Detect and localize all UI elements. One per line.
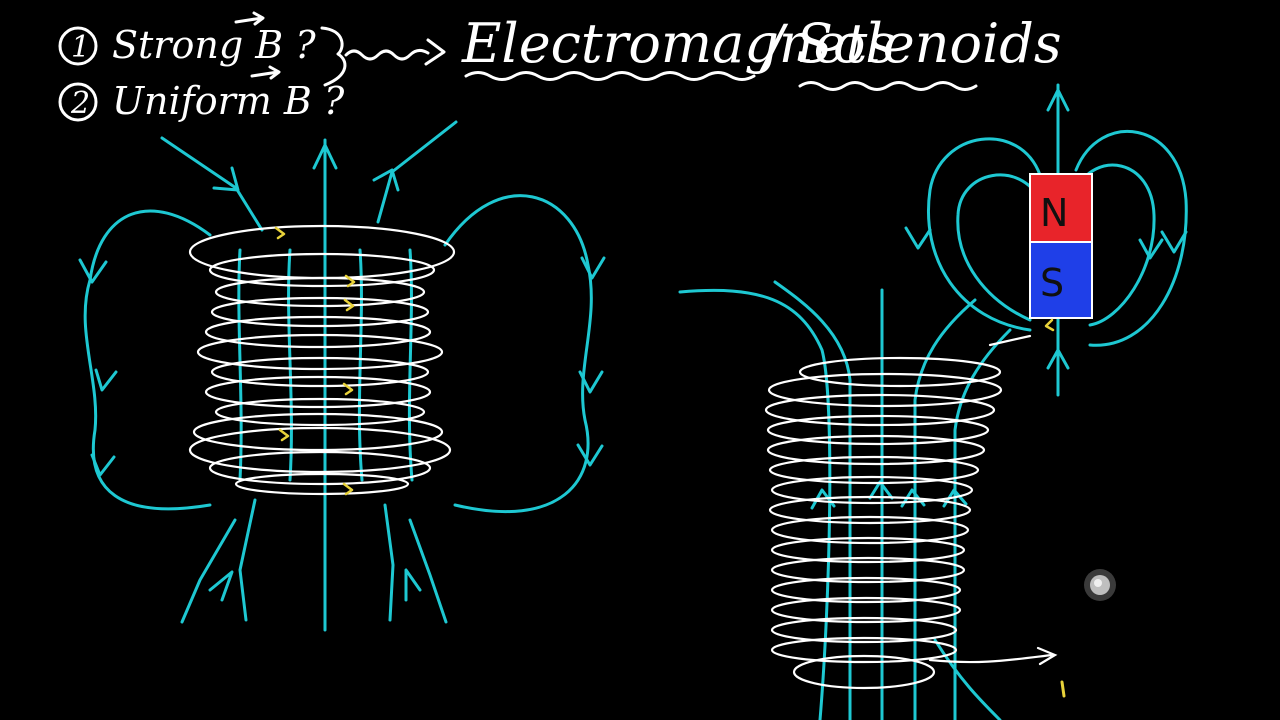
magnet-current-mark bbox=[1044, 318, 1055, 332]
wavy-arrow-icon bbox=[344, 38, 446, 66]
question-2-number: 2 bbox=[70, 86, 90, 121]
right-outer-loop bbox=[443, 194, 593, 514]
title-underline-right bbox=[798, 81, 978, 91]
question-2-circle bbox=[58, 82, 98, 122]
question-1-circle bbox=[58, 26, 98, 66]
left-solenoid bbox=[78, 120, 606, 632]
title-underline-left bbox=[464, 71, 756, 81]
title: Electromagnets / Solenoids bbox=[461, 12, 1062, 91]
right-coil bbox=[764, 334, 1058, 690]
question-1-text: Strong B ? bbox=[112, 23, 316, 67]
question-1-number: 1 bbox=[71, 30, 90, 65]
magnet-south-label: S bbox=[1040, 261, 1064, 305]
question-1: 1 Strong B ? bbox=[58, 11, 316, 67]
questions-list: 1 Strong B ? 2 Uniform B ? bbox=[58, 11, 446, 123]
title-electromagnets: Electromagnets bbox=[461, 12, 895, 75]
magnet-loop-left-inner bbox=[956, 173, 1042, 322]
right-solenoid: N S bbox=[678, 83, 1188, 720]
magnet-north-label: N bbox=[1040, 191, 1068, 235]
vector-arrow-icon bbox=[250, 65, 281, 80]
left-current-marks bbox=[274, 226, 356, 496]
magnet-loop-right-outer bbox=[1074, 129, 1188, 347]
right-field-lines bbox=[678, 83, 1188, 720]
magnet-loop-left-outer bbox=[927, 137, 1042, 332]
left-coil bbox=[188, 224, 456, 496]
lead-current-mark bbox=[1060, 680, 1066, 698]
bar-magnet: N S bbox=[1029, 173, 1093, 319]
left-field-lines bbox=[78, 120, 606, 632]
left-outer-loop bbox=[83, 209, 212, 511]
magnet-north-pole bbox=[1029, 173, 1093, 243]
question-2-text: Uniform B ? bbox=[112, 79, 345, 123]
brace bbox=[320, 26, 347, 87]
question-2: 2 Uniform B ? bbox=[58, 65, 345, 123]
coil-lead-wire bbox=[928, 646, 1058, 666]
magnet-loop-right-inner bbox=[1074, 163, 1156, 327]
vector-arrow-icon bbox=[234, 11, 265, 26]
title-solenoids: Solenoids bbox=[796, 12, 1062, 75]
pointer-dot-icon bbox=[1084, 569, 1116, 601]
magnet-south-pole bbox=[1029, 241, 1093, 319]
